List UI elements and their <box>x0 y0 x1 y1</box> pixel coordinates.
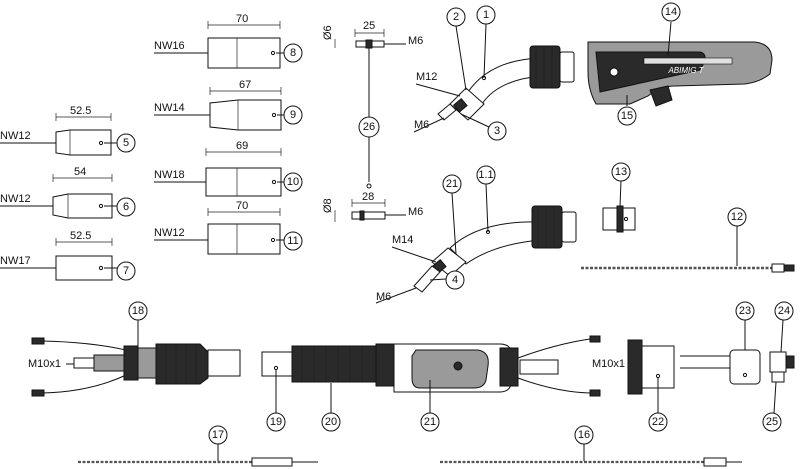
callout-22: 22 <box>652 416 664 428</box>
dia-tip-top: Ø6 <box>322 25 334 40</box>
nozzle-5: 52.5 NW12 5 <box>0 105 136 156</box>
callout-12: 12 <box>731 211 743 223</box>
callout-5: 5 <box>123 137 129 149</box>
contact-tip-bottom: 28 Ø8 M6 <box>322 191 423 222</box>
label-nw18: NW18 <box>154 169 185 181</box>
label-nw12-c: NW12 <box>154 227 185 239</box>
callout-4: 4 <box>452 274 458 286</box>
label-m10x1-right: M10x1 <box>592 358 625 370</box>
callout-7: 7 <box>123 265 129 277</box>
dim-tip-top: 25 <box>363 20 375 32</box>
connector-22 <box>627 339 675 395</box>
callout-1-1: 1.1 <box>478 169 493 181</box>
callout-9: 9 <box>290 109 296 121</box>
torch-neck-bottom <box>413 205 577 293</box>
callout-18: 18 <box>132 305 144 317</box>
callout-15: 15 <box>621 110 633 122</box>
dim-11: 70 <box>236 200 248 212</box>
callout-16: 16 <box>578 429 590 441</box>
dim-7: 52.5 <box>70 230 91 242</box>
contact-tip-top: 25 Ø6 M6 <box>322 20 423 49</box>
spring-20 <box>291 345 377 383</box>
nozzle-10: 69 NW18 10 <box>154 140 303 197</box>
label-m6-tip-bottom: M6 <box>408 206 423 218</box>
nozzle-6: 54 NW12 6 <box>0 166 136 219</box>
label-nw17: NW17 <box>0 255 31 267</box>
callout-25: 25 <box>766 416 778 428</box>
label-nw14: NW14 <box>154 102 185 114</box>
liner-12 <box>581 263 795 273</box>
neck-top-collar <box>529 45 575 89</box>
dim-10: 69 <box>236 140 248 152</box>
callout-24: 24 <box>778 305 790 317</box>
callout-2: 2 <box>453 11 459 23</box>
label-nw12-b: NW12 <box>0 193 31 205</box>
callout-6: 6 <box>123 201 129 213</box>
callout-23: 23 <box>739 305 751 317</box>
label-m14: M14 <box>392 234 413 246</box>
callout-14: 14 <box>665 6 677 18</box>
label-m6-tip-top: M6 <box>408 35 423 47</box>
adapter-23 <box>680 349 761 385</box>
callout-21-bottom: 21 <box>424 416 436 428</box>
handle-brand-text: ABIMIG T <box>667 66 704 75</box>
nozzle-11: 70 NW12 11 <box>154 200 303 255</box>
callout-8: 8 <box>290 47 296 59</box>
liner-17 <box>78 457 318 467</box>
cable-end-left <box>31 337 241 397</box>
cable-19 <box>261 351 293 377</box>
callout-11: 11 <box>287 235 298 247</box>
torch-handle-14: ABIMIG T <box>587 41 773 107</box>
connector-24-25 <box>769 351 795 383</box>
callout-19: 19 <box>270 416 282 428</box>
cable-end-right <box>517 335 601 397</box>
callout-1: 1 <box>483 9 489 21</box>
label-nw16: NW16 <box>154 40 185 52</box>
torch-neck-top <box>437 45 575 121</box>
dim-9: 67 <box>239 79 251 91</box>
handle-21-grip <box>375 343 519 393</box>
dia-tip-bottom: Ø8 <box>322 198 334 213</box>
nozzle-7: 52.5 NW17 7 <box>0 230 136 281</box>
label-m10x1-left: M10x1 <box>28 358 61 370</box>
nozzle-8: 70 NW16 8 <box>154 13 303 69</box>
callout-21-top: 21 <box>446 178 458 190</box>
neck-bottom-collar <box>531 205 577 249</box>
liner-16 <box>440 457 742 467</box>
label-m12: M12 <box>416 71 437 83</box>
dim-6: 54 <box>74 166 86 178</box>
callout-20: 20 <box>325 416 337 428</box>
callout-10: 10 <box>287 176 299 188</box>
dim-5: 52.5 <box>70 105 91 117</box>
label-m6-neck-bottom: M6 <box>376 291 391 303</box>
callout-13: 13 <box>615 166 627 178</box>
callout-3: 3 <box>494 125 500 137</box>
callout-26: 26 <box>363 121 375 133</box>
part-13-adapter <box>602 205 636 233</box>
dim-tip-bottom: 28 <box>362 191 374 203</box>
label-nw12-a: NW12 <box>0 130 31 142</box>
nozzle-9: 67 NW14 9 <box>154 79 303 131</box>
callout-17: 17 <box>212 429 224 441</box>
dim-8: 70 <box>236 13 248 25</box>
label-m6-neck-top: M6 <box>414 119 429 131</box>
